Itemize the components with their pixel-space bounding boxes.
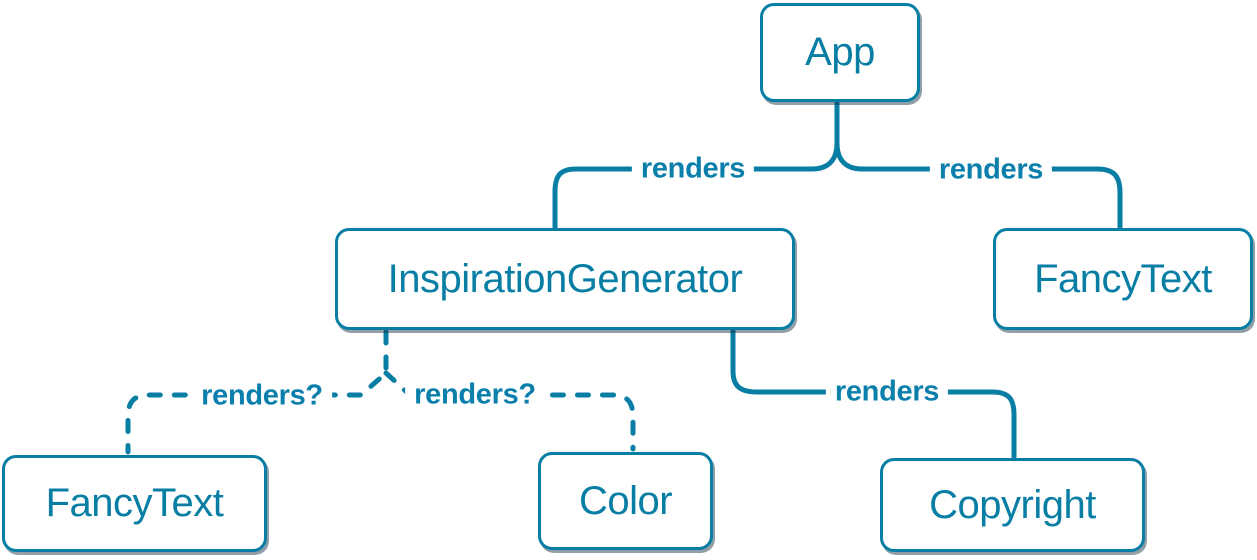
node-fancy-text-top: FancyText: [993, 228, 1253, 330]
node-color: Color: [538, 452, 713, 550]
node-color-label: Color: [578, 478, 673, 523]
edge-label-renders-question-right: renders?: [405, 378, 545, 412]
edge-label-renders-copyright: renders: [825, 375, 949, 409]
node-copyright-label: Copyright: [929, 482, 1096, 527]
node-inspiration-generator-label: InspirationGenerator: [387, 256, 743, 301]
node-fancy-text-bottom-label: FancyText: [45, 481, 224, 525]
edge-label-renders-app-right: renders: [929, 153, 1053, 187]
edge-app-to-fancytext: [834, 140, 1123, 230]
edge-label-renders-app-left: renders: [631, 152, 755, 186]
node-app-label: App: [805, 30, 875, 74]
node-fancy-text-bottom: FancyText: [2, 455, 267, 552]
node-copyright: Copyright: [880, 458, 1145, 552]
edge-inspirationgenerator-to-color-dashed: [383, 370, 636, 452]
node-inspiration-generator: InspirationGenerator: [335, 228, 795, 330]
edge-label-renders-question-left: renders?: [192, 379, 332, 413]
node-app: App: [760, 3, 920, 102]
edge-inspirationgenerator-to-fancytext-dashed: [125, 329, 389, 455]
node-fancy-text-top-label: FancyText: [1034, 256, 1212, 301]
